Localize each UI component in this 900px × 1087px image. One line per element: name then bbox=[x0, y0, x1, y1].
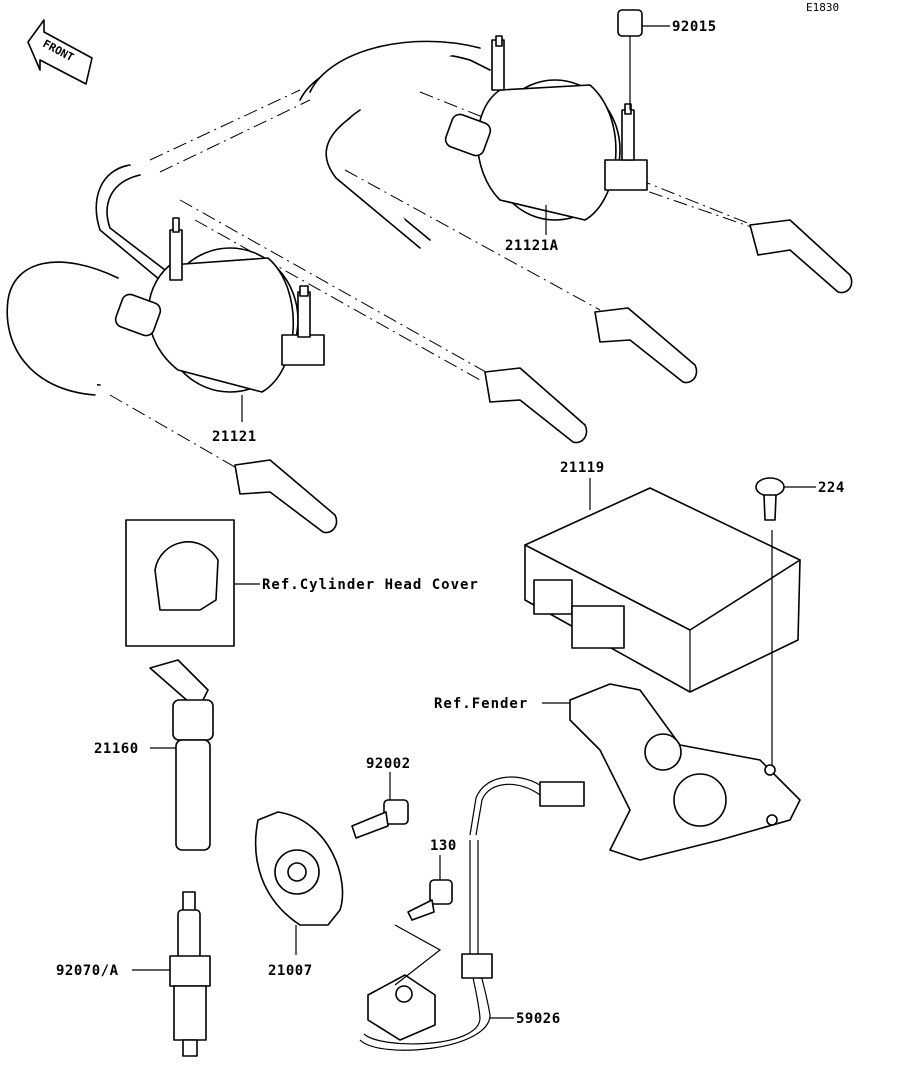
rear-coil-leads bbox=[149, 40, 791, 381]
ref-fender: Ref.Fender bbox=[434, 696, 528, 712]
bolt-92015 bbox=[617, 9, 670, 110]
ref-cylinder-head-cover: Ref.Cylinder Head Cover bbox=[262, 577, 479, 593]
lead-ends bbox=[234, 219, 853, 534]
label-59026: 59026 bbox=[516, 1011, 561, 1027]
fender-bracket bbox=[542, 683, 801, 861]
ref-cover-inset bbox=[125, 519, 260, 647]
spark-plug bbox=[132, 891, 211, 1057]
label-92002: 92002 bbox=[366, 756, 411, 772]
label-224: 224 bbox=[818, 480, 845, 496]
label-21007: 21007 bbox=[268, 963, 313, 979]
igniter-unit bbox=[524, 478, 801, 693]
label-21119: 21119 bbox=[560, 460, 605, 476]
label-92015: 92015 bbox=[672, 19, 717, 35]
front-coil-leads bbox=[6, 164, 481, 471]
bolt-92002 bbox=[351, 772, 409, 839]
label-21121: 21121 bbox=[212, 429, 257, 445]
label-130: 130 bbox=[430, 838, 457, 854]
ignition-coil-front bbox=[114, 217, 325, 422]
timing-rotor bbox=[254, 811, 344, 955]
ignition-coil-rear bbox=[444, 35, 648, 235]
pickup-coil bbox=[359, 776, 585, 1051]
label-21121A: 21121A bbox=[505, 238, 559, 254]
spark-plug-cap bbox=[149, 659, 214, 851]
bolt-130 bbox=[407, 855, 453, 921]
label-21160: 21160 bbox=[94, 741, 139, 757]
front-arrow-icon: FRONT bbox=[27, 19, 93, 85]
label-92070A: 92070/A bbox=[56, 963, 119, 979]
diagram-id: E1830 bbox=[806, 1, 839, 14]
